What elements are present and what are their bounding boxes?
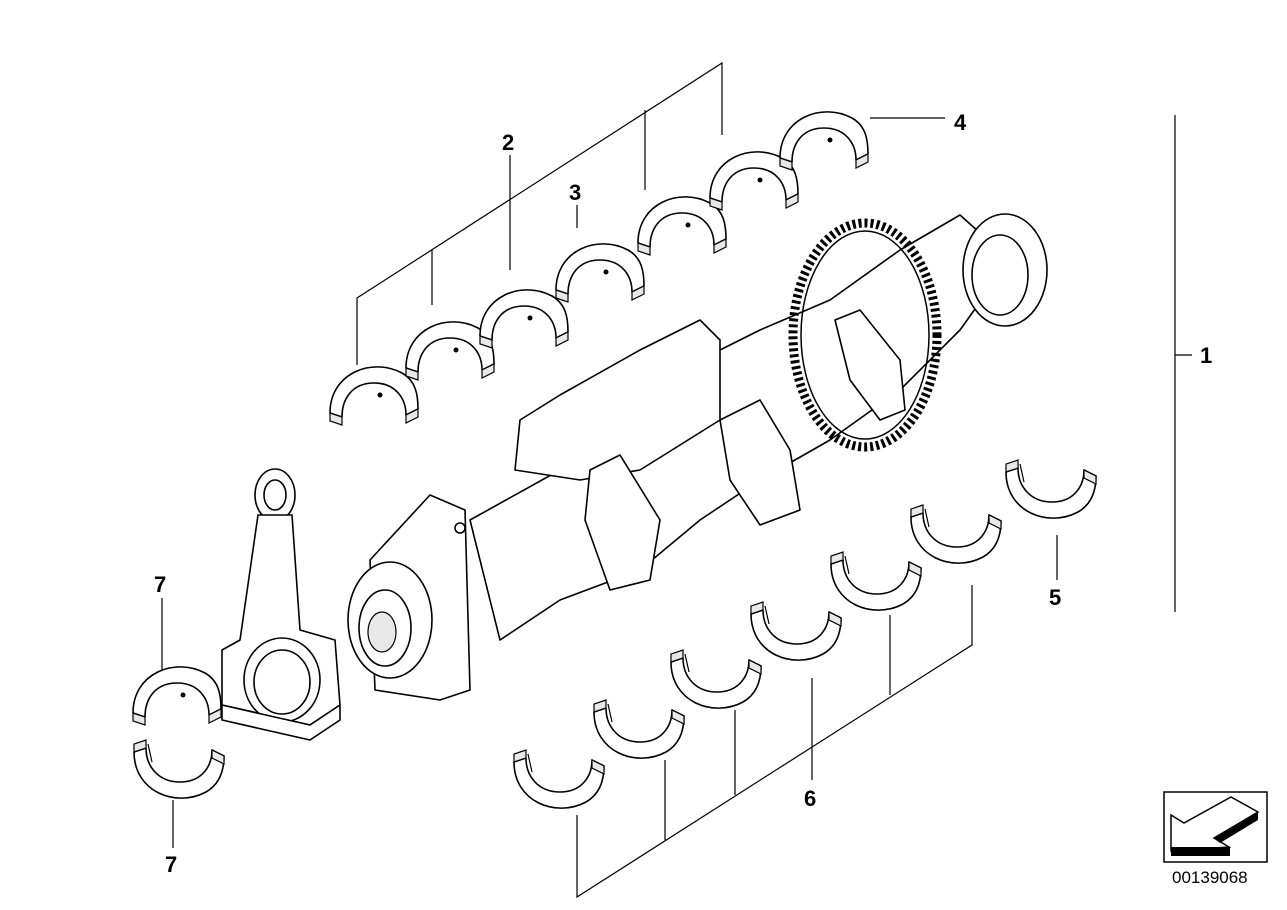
callout-4[interactable]: 4 bbox=[954, 110, 967, 135]
lower-bearing-shell bbox=[830, 551, 922, 611]
callout-5[interactable]: 5 bbox=[1049, 585, 1061, 610]
callout-7-lower[interactable]: 7 bbox=[165, 852, 177, 877]
leader-lines bbox=[161, 61, 1192, 899]
lower-bearing-shell bbox=[910, 504, 1002, 564]
upper-bearing-shell bbox=[555, 243, 645, 303]
callout-3[interactable]: 3 bbox=[569, 180, 581, 205]
lower-bearing-shell bbox=[670, 649, 762, 709]
callout-7-upper[interactable]: 7 bbox=[154, 572, 166, 597]
lower-bearing-shell bbox=[513, 749, 605, 809]
crankshaft bbox=[347, 213, 1048, 701]
conrod-bearing-shell-lower bbox=[133, 739, 225, 799]
upper-bearing-shell bbox=[779, 111, 869, 171]
lower-bearing-shell bbox=[593, 699, 685, 759]
callout-1[interactable]: 1 bbox=[1200, 343, 1212, 368]
upper-bearing-shell bbox=[479, 289, 569, 349]
callout-2[interactable]: 2 bbox=[502, 130, 514, 155]
lower-bearing-shell bbox=[1005, 459, 1097, 519]
arrow-down-left-icon[interactable] bbox=[1163, 791, 1268, 863]
document-id: 00139068 bbox=[1172, 868, 1248, 887]
callout-6[interactable]: 6 bbox=[804, 786, 816, 811]
upper-bearing-shell bbox=[329, 366, 419, 426]
connecting-rod bbox=[221, 468, 341, 741]
conrod-bearing-shell-upper bbox=[132, 666, 222, 726]
lower-bearing-shell bbox=[750, 601, 842, 661]
